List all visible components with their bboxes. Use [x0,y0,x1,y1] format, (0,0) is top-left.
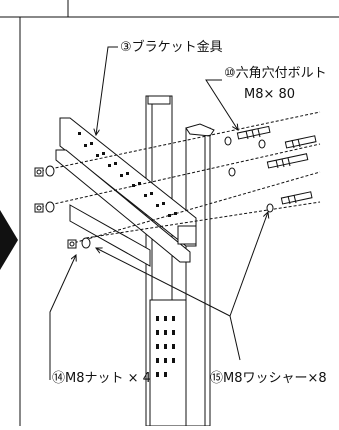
washer-label: ⑮M8ワッシャー×8 [210,371,327,386]
leader-lines [49,46,268,380]
bracket-label: ③ブラケット金具 [120,40,223,55]
bolt-size-label: M8× 80 [244,87,296,102]
washer-group-right [224,136,274,213]
lower-perforated-panel [149,299,187,427]
bolt-name-label: ⑩六角穴付ボルト [224,66,327,81]
nut-label: ⑭M8ナット × 4 [52,371,151,386]
stand-pole-right [185,123,215,427]
nut-group [34,167,77,249]
assembly-axis-lines [35,111,321,245]
page-pointer-icon [0,210,18,270]
bolt-group [236,125,317,205]
bracket-plate [55,117,197,267]
washer-group-left [45,165,91,249]
